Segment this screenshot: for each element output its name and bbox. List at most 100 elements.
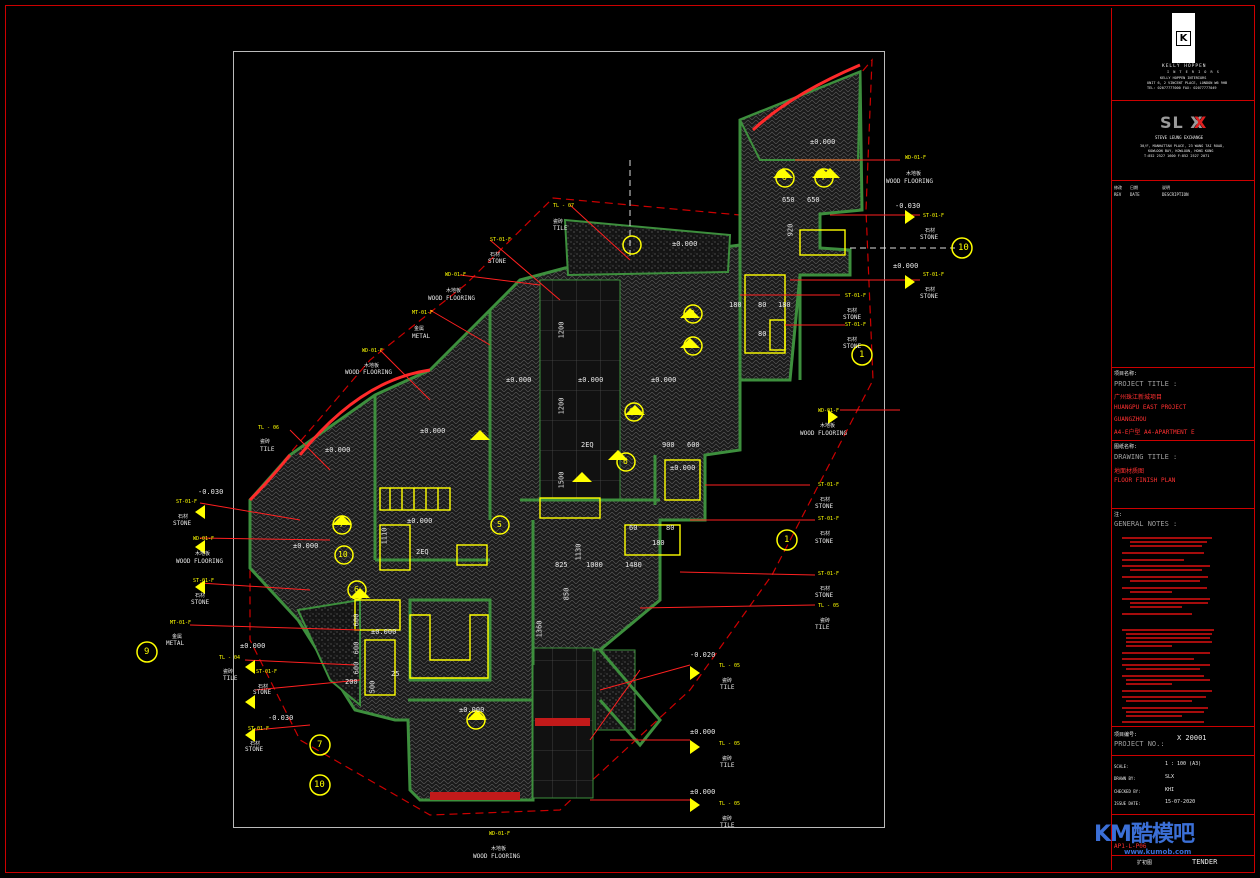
firm-address-line: T:852 2527 1600 F:852 2527 2071 bbox=[1144, 154, 1210, 158]
section-marker[interactable]: 3 bbox=[690, 341, 695, 350]
room-label-cn: 石材 bbox=[258, 684, 269, 690]
room-label-code: ST-01-F bbox=[845, 293, 867, 299]
project-line: A4-E户型 A4-APARTMENT E bbox=[1114, 429, 1195, 436]
dimension: 180 bbox=[652, 539, 665, 547]
section-marker[interactable]: 10 bbox=[314, 780, 325, 790]
scale-label: SCALE: bbox=[1114, 764, 1129, 769]
dimension: 1110 bbox=[380, 527, 389, 545]
tile-corridor bbox=[539, 279, 621, 501]
facade-bottom bbox=[430, 792, 520, 800]
room-label-cn: 瓷砖 bbox=[260, 439, 271, 445]
drawn-value: SLX bbox=[1165, 774, 1175, 780]
dimension: 900 bbox=[662, 441, 675, 449]
slx-logo: SL X bbox=[1160, 113, 1204, 132]
dimension: 80 bbox=[758, 301, 767, 309]
dimension: 1200 bbox=[557, 397, 566, 415]
section-marker[interactable]: 6 bbox=[354, 585, 359, 594]
drawing-viewport-border bbox=[233, 51, 885, 828]
room-label-code: ST-01-F bbox=[818, 482, 840, 488]
rev-header-cn: 修改 bbox=[1114, 185, 1122, 190]
company-address-line: TEL: 02077777000 FAX: 02077777049 bbox=[1147, 86, 1217, 90]
room-label-cn: 瓷砖 bbox=[722, 816, 733, 822]
room-label-en: WOOD FLOORING bbox=[473, 853, 520, 860]
level-mark: -0.030 bbox=[895, 202, 921, 210]
room-label-cn: 石材 bbox=[925, 287, 936, 293]
section-marker[interactable]: 04 bbox=[629, 407, 639, 416]
room-label-en: STONE bbox=[843, 314, 862, 321]
room-label-cn: 木地板 bbox=[364, 363, 380, 369]
checked-value: KHI bbox=[1165, 787, 1175, 793]
room-label-code: TL - 04 bbox=[219, 655, 241, 661]
floor-plan[interactable] bbox=[0, 0, 1110, 878]
dimension: 1000 bbox=[586, 561, 603, 569]
room-label-code: ST-01-F bbox=[490, 237, 512, 243]
level-mark: ±0.000 bbox=[293, 542, 319, 550]
level-mark: ±0.000 bbox=[690, 728, 716, 736]
desc-header-cn: 说明 bbox=[1162, 185, 1170, 190]
section-marker[interactable]: 6 bbox=[782, 173, 787, 182]
stone-zone-top bbox=[738, 70, 862, 161]
general-notes-text bbox=[1122, 537, 1214, 723]
watermark-logo: KM酷模吧 bbox=[1094, 822, 1195, 847]
room-label-cn: 瓷砖 bbox=[553, 219, 564, 225]
room-label-code: WD-01-F bbox=[362, 348, 384, 354]
stone-zone-left bbox=[296, 598, 361, 708]
room-label-code: ST-01-F bbox=[923, 272, 945, 278]
room-label-cn: 石材 bbox=[820, 586, 831, 592]
stone-zone-entry bbox=[563, 218, 732, 277]
section-marker[interactable]: 5 bbox=[497, 520, 502, 529]
level-mark: ±0.000 bbox=[672, 240, 698, 248]
dimension: 180 bbox=[729, 301, 742, 309]
level-mark: ±0.000 bbox=[670, 464, 696, 472]
room-label-code: TL - 05 bbox=[719, 741, 741, 747]
section-marker[interactable]: 9 bbox=[144, 647, 150, 657]
room-label-en: TILE bbox=[223, 675, 238, 682]
room-label-code: WD-01-F bbox=[445, 272, 467, 278]
room-label-en: TILE bbox=[260, 446, 275, 453]
date-header: DATE bbox=[1130, 192, 1140, 197]
drawing-title-cn: 地面材质图 bbox=[1114, 468, 1145, 475]
firm-name: STEVE LEUNG EXCHANGE bbox=[1155, 135, 1204, 140]
room-label-cn: 木地板 bbox=[820, 423, 836, 429]
level-mark: ±0.000 bbox=[407, 517, 433, 525]
dimension: 2EQ bbox=[416, 548, 429, 556]
drawn-label: DRAWN BY: bbox=[1114, 776, 1136, 781]
room-label-en: WOOD FLOORING bbox=[176, 558, 223, 565]
level-mark: ±0.000 bbox=[690, 788, 716, 796]
section-marker[interactable]: 7 bbox=[339, 520, 344, 529]
section-marker[interactable]: 10 bbox=[958, 243, 969, 253]
room-label-en: STONE bbox=[173, 520, 192, 527]
room-label-cn: 瓷砖 bbox=[722, 678, 733, 684]
room-label-code: WD-01-F bbox=[193, 536, 215, 542]
dimension: 1500 bbox=[557, 471, 566, 489]
room-label-en: STONE bbox=[488, 258, 507, 265]
level-mark: -0.020 bbox=[690, 651, 716, 659]
room-label-code: TL - 07 bbox=[553, 203, 575, 209]
project-line: GUANGZHOU bbox=[1114, 416, 1147, 423]
level-mark: ±0.000 bbox=[893, 262, 919, 270]
issue-date-label: ISSUE DATE: bbox=[1114, 801, 1141, 806]
room-label-en: WOOD FLOORING bbox=[345, 369, 392, 376]
dimension: 80 bbox=[666, 524, 675, 532]
level-mark: ±0.000 bbox=[420, 427, 446, 435]
room-label-code: ST-01-F bbox=[248, 726, 270, 732]
room-label-code: WD-01-F bbox=[489, 831, 511, 837]
level-mark: ±0.000 bbox=[810, 138, 836, 146]
section-marker[interactable]: 7 bbox=[821, 173, 826, 182]
project-title-label: PROJECT TITLE : bbox=[1114, 380, 1178, 388]
room-label-en: TILE bbox=[720, 762, 735, 769]
section-marker[interactable]: 2 bbox=[690, 309, 695, 318]
dimension: 2EQ bbox=[581, 441, 594, 449]
firm-address-line: KOWLOON BAY, KOWLOON, HONG KONG bbox=[1148, 149, 1214, 153]
room-label-en: STONE bbox=[815, 538, 834, 545]
section-marker[interactable]: 1 bbox=[859, 350, 865, 360]
dimension: 1200 bbox=[557, 321, 566, 339]
project-line: HUANGPU EAST PROJECT bbox=[1114, 404, 1187, 411]
section-marker[interactable]: 1 bbox=[784, 535, 790, 545]
section-marker[interactable]: 6 bbox=[623, 457, 628, 466]
section-marker[interactable]: 7 bbox=[317, 740, 323, 750]
general-notes-label: GENERAL NOTES : bbox=[1114, 520, 1178, 528]
dimension: 1360 bbox=[535, 620, 544, 638]
section-marker[interactable]: 10 bbox=[338, 550, 348, 559]
dimension: 920 bbox=[786, 223, 795, 237]
